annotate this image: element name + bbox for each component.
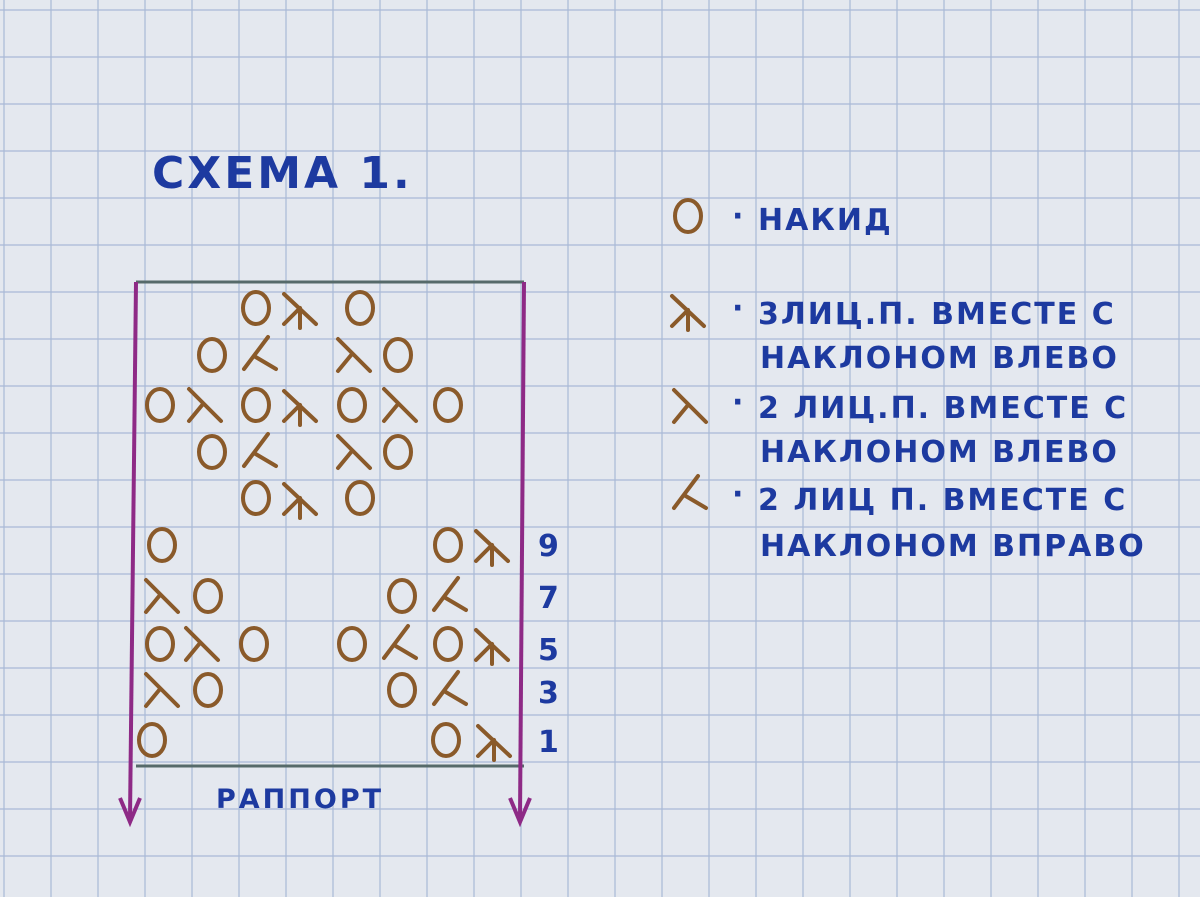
yarn-over-symbol [239,626,269,662]
legend: · НАКИД · 3ЛИЦ.П. ВМЕСТЕ С НАКЛОНОМ ВЛЕВ… [670,198,1146,564]
yarn-over-symbol [193,578,223,614]
row-number: 5 [538,633,559,668]
legend-dot: · [732,385,743,420]
chart-row [137,722,512,762]
k2tog-right-symbol [672,474,708,510]
legend-item-k3tog-left: · 3ЛИЦ.П. ВМЕСТЕ С НАКЛОНОМ ВЛЕВО [670,291,1119,376]
yarn-over-symbol [145,387,175,423]
chart-row [144,670,468,708]
k2tog-right-symbol [432,576,468,612]
chart-row [197,335,413,373]
k3tog-left-symbol [474,529,510,567]
yarn-over-symbol [387,672,417,708]
row-number: 1 [538,725,559,760]
frame-left-line [128,281,138,819]
chart-row [241,480,375,520]
yarn-over-symbol [337,387,367,423]
yarn-over-symbol [197,434,227,470]
k2tog-right-symbol [382,624,418,660]
yarn-over-icon [673,198,703,234]
yarn-over-symbol [147,527,177,563]
k3tog-left-symbol [476,724,512,762]
frame-right-line [518,281,526,819]
yarn-over-symbol [197,337,227,373]
yarn-over-symbol [345,480,375,516]
k3tog-left-symbol [282,389,318,427]
chart-row [241,290,375,330]
row-number: 7 [538,581,559,616]
yarn-over-symbol [383,337,413,373]
k2tog-left-symbol [144,578,180,614]
legend-text-line: НАКИД [758,203,893,238]
left-arrow-head [118,797,142,828]
k2tog-left-icon [672,388,708,424]
yarn-over-symbol [345,290,375,326]
k2tog-left-symbol [144,672,180,708]
row-numbers: 9 7 5 3 1 [538,529,559,760]
legend-dot: · [732,291,743,326]
k2tog-left-symbol [184,626,220,662]
yarn-over-symbol [433,387,463,423]
right-arrow-head [508,797,532,828]
yarn-over-symbol [337,626,367,662]
chart-symbols [137,290,512,762]
yarn-over-symbol [673,198,703,234]
legend-dot: · [732,477,743,512]
k2tog-left-symbol [187,387,223,423]
legend-item-k2tog-right: · 2 ЛИЦ П. ВМЕСТЕ С НАКЛОНОМ ВПРАВО [672,474,1146,564]
k2tog-left-symbol [336,434,372,470]
k2tog-right-symbol [242,432,278,468]
legend-text-line: НАКЛОНОМ ВЛЕВО [760,341,1119,376]
legend-text-line: 2 ЛИЦ.П. ВМЕСТЕ С [758,391,1128,426]
legend-item-k2tog-left: · 2 ЛИЦ.П. ВМЕСТЕ С НАКЛОНОМ ВЛЕВО [672,385,1128,470]
legend-text-line: 3ЛИЦ.П. ВМЕСТЕ С [758,297,1116,332]
k3tog-left-symbol [670,294,706,332]
chart-row [144,576,468,614]
chart-row [145,624,510,666]
yarn-over-symbol [193,672,223,708]
k2tog-right-symbol [242,335,278,371]
legend-item-yarn-over: · НАКИД [673,198,893,238]
yarn-over-symbol [241,387,271,423]
legend-text-line: 2 ЛИЦ П. ВМЕСТЕ С [758,483,1127,518]
k2tog-right-icon [672,474,708,510]
yarn-over-symbol [433,626,463,662]
yarn-over-symbol [241,480,271,516]
yarn-over-symbol [145,626,175,662]
yarn-over-symbol [241,290,271,326]
row-number: 3 [538,676,559,711]
yarn-over-symbol [383,434,413,470]
chart-row [147,527,510,567]
rapport-label: РАППОРТ [216,784,384,815]
k3tog-left-symbol [282,482,318,520]
chart-row [145,387,463,427]
k3tog-left-symbol [474,628,510,666]
k2tog-right-symbol [432,670,468,706]
legend-text-line: НАКЛОНОМ ВЛЕВО [760,435,1119,470]
yarn-over-symbol [431,722,461,758]
chart-row [197,432,413,470]
k2tog-left-symbol [336,337,372,373]
yarn-over-symbol [137,722,167,758]
k2tog-left-symbol [382,387,418,423]
yarn-over-symbol [387,578,417,614]
k2tog-left-symbol [672,388,708,424]
legend-text-line: НАКЛОНОМ ВПРАВО [760,529,1146,564]
chart-title: СХЕМА 1. [152,148,413,199]
k3tog-left-symbol [282,292,318,330]
k3tog-left-icon [670,294,706,332]
legend-dot: · [732,199,743,234]
chart-frame [118,280,532,828]
yarn-over-symbol [433,527,463,563]
row-number: 9 [538,529,559,564]
